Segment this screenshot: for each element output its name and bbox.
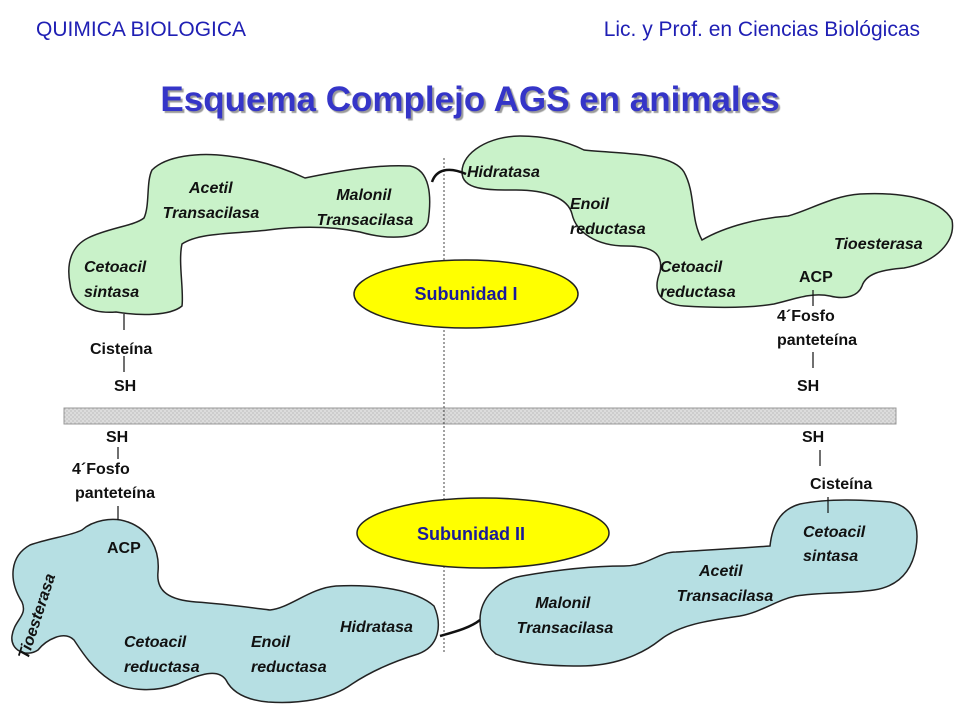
subunit-1-label: Subunidad I (415, 284, 518, 304)
s1-enoil-reductasa-label: Enoil reductasa (570, 196, 646, 238)
course-header: QUIMICA BIOLOGICA (36, 18, 247, 41)
subunit-2-hinge (439, 619, 481, 638)
s1-acp-label: ACP (799, 269, 833, 286)
s2-cisteina-label: Cisteína (810, 476, 872, 493)
subunit-2-right-blob (479, 499, 918, 667)
subunit-divider (63, 407, 897, 425)
subunit-2-left-blob (11, 518, 440, 704)
s2-malonil-transacilasa-label: Malonil Transacilasa (517, 595, 614, 637)
s2-acp-label: ACP (107, 540, 141, 557)
program-header: Lic. y Prof. en Ciencias Biológicas (603, 18, 920, 41)
s2-fosfopanteteina-label: 4´Fosfo panteteína (72, 461, 155, 502)
subunit-1-ellipse (353, 259, 579, 329)
s1-tioesterasa-label: Tioesterasa (834, 236, 923, 253)
s2-cetoacil-reductasa-label: Cetoacil reductasa (124, 634, 200, 676)
subunit-2-ellipse (356, 497, 610, 569)
subunit-1-hinge (430, 168, 467, 183)
s2-hidratasa-label: Hidratasa (340, 619, 413, 636)
s1-left-sh-label: SH (114, 378, 136, 395)
s2-right-sh-label: SH (802, 429, 824, 446)
subunit-2-label: Subunidad II (417, 524, 525, 544)
s1-acetil-transacilasa-label: Acetil Transacilasa (163, 180, 260, 222)
s1-hidratasa-label: Hidratasa (467, 164, 540, 181)
s2-acetil-transacilasa-label: Acetil Transacilasa (677, 563, 774, 605)
s1-malonil-transacilasa-label: Malonil Transacilasa (317, 187, 414, 229)
s2-enoil-reductasa-label: Enoil reductasa (251, 634, 327, 676)
subunit-1-right-blob (461, 135, 954, 309)
s2-left-sh-label: SH (106, 429, 128, 446)
s1-cetoacil-sintasa-label: Cetoacil sintasa (84, 259, 151, 301)
page-title: Esquema Complejo AGS en animales (160, 80, 780, 119)
s1-cisteina-label: Cisteína (90, 341, 152, 358)
s1-right-sh-label: SH (797, 378, 819, 395)
s1-cetoacil-reductasa-label: Cetoacil reductasa (660, 259, 736, 301)
s2-cetoacil-sintasa-label: Cetoacil sintasa (803, 524, 870, 565)
subunit-1-left-blob (68, 153, 431, 316)
s1-fosfopanteteina-label: 4´Fosfo panteteína (777, 308, 857, 349)
